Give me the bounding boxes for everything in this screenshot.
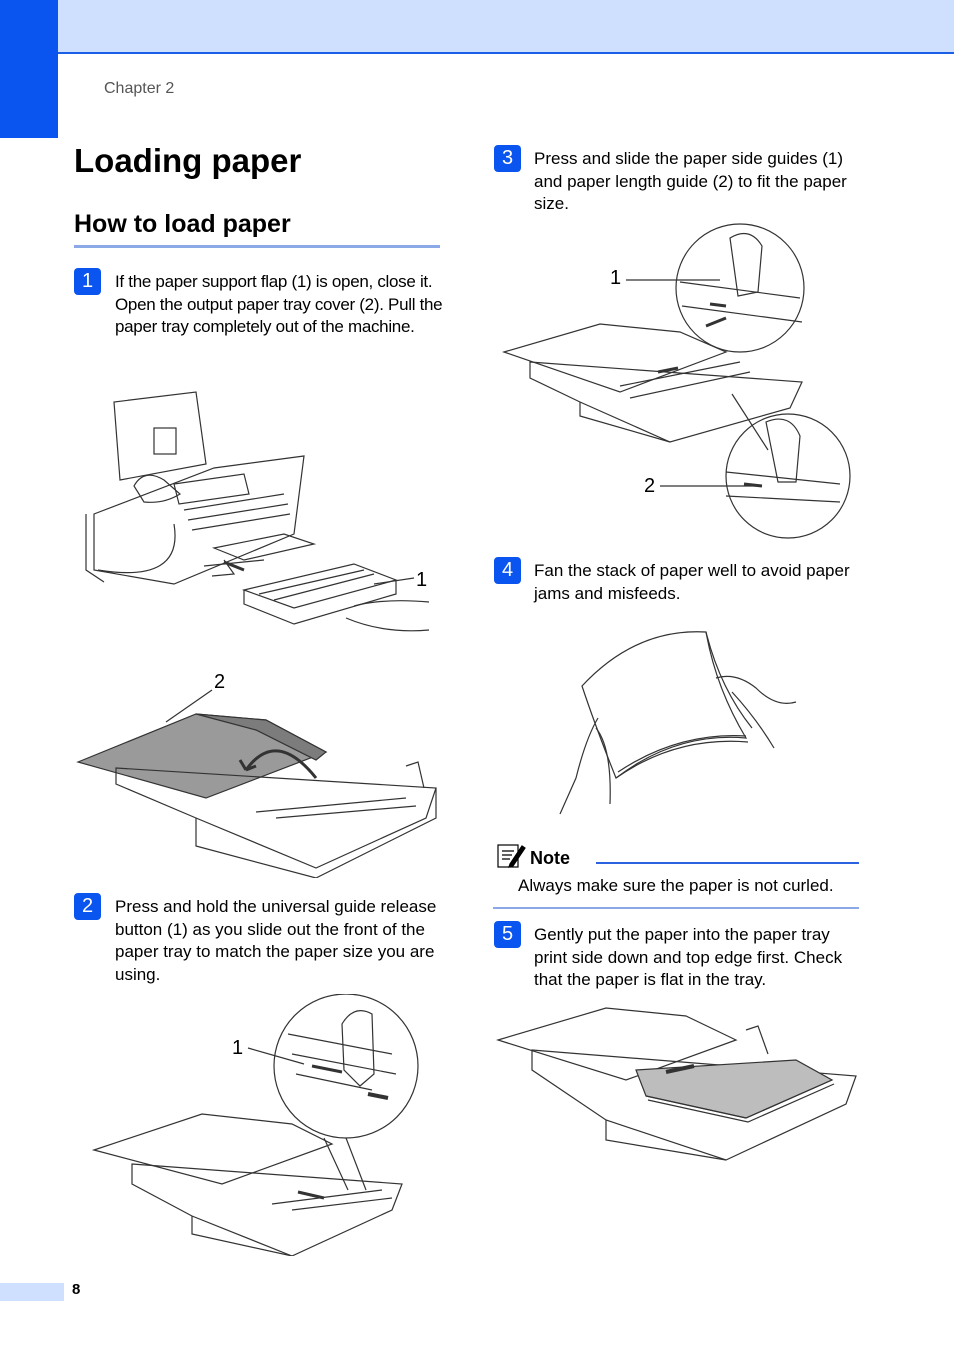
note-text: Always make sure the paper is not curled… <box>518 876 834 895</box>
section-title: How to load paper <box>74 210 291 238</box>
page-number: 8 <box>72 1281 81 1298</box>
footer-band <box>0 1283 64 1301</box>
fan-paper-illustration <box>556 628 800 818</box>
paper-in-tray-illustration <box>496 1000 858 1162</box>
fax-machine-illustration: 1 <box>84 384 434 646</box>
guides-callout-2: 2 <box>644 475 655 497</box>
step-5-number: 5 <box>494 921 521 948</box>
tray-cover-illustration: 2 <box>76 668 438 878</box>
release-callout-1: 1 <box>232 1037 243 1059</box>
step-3-text: Press and slide the paper side guides (1… <box>534 149 847 213</box>
section-rule <box>74 245 440 248</box>
note-pencil-icon <box>496 842 526 875</box>
note-rule-top <box>596 862 859 864</box>
chapter-label: Chapter 2 <box>104 80 175 97</box>
paper-guides-illustration: 1 2 <box>500 222 854 542</box>
step-2-text: Press and hold the universal guide relea… <box>115 897 437 984</box>
step-2-number: 2 <box>74 893 101 920</box>
step-1-number: 1 <box>74 268 101 295</box>
guides-callout-1: 1 <box>610 267 621 289</box>
header-band <box>0 0 954 54</box>
step-5-text: Gently put the paper into the paper tray… <box>534 925 843 989</box>
fax-callout-1: 1 <box>416 569 427 591</box>
note-rule-bottom <box>493 907 859 909</box>
tray-callout-2: 2 <box>214 671 225 693</box>
chapter-tab <box>0 0 58 138</box>
step-4-number: 4 <box>494 557 521 584</box>
note-label: Note <box>530 848 570 868</box>
step-1-text: If the paper support flap (1) is open, c… <box>115 272 443 336</box>
page-title: Loading paper <box>74 142 302 179</box>
guide-release-illustration: 1 <box>92 994 422 1256</box>
step-3-number: 3 <box>494 145 521 172</box>
step-4-text: Fan the stack of paper well to avoid pap… <box>534 561 850 603</box>
